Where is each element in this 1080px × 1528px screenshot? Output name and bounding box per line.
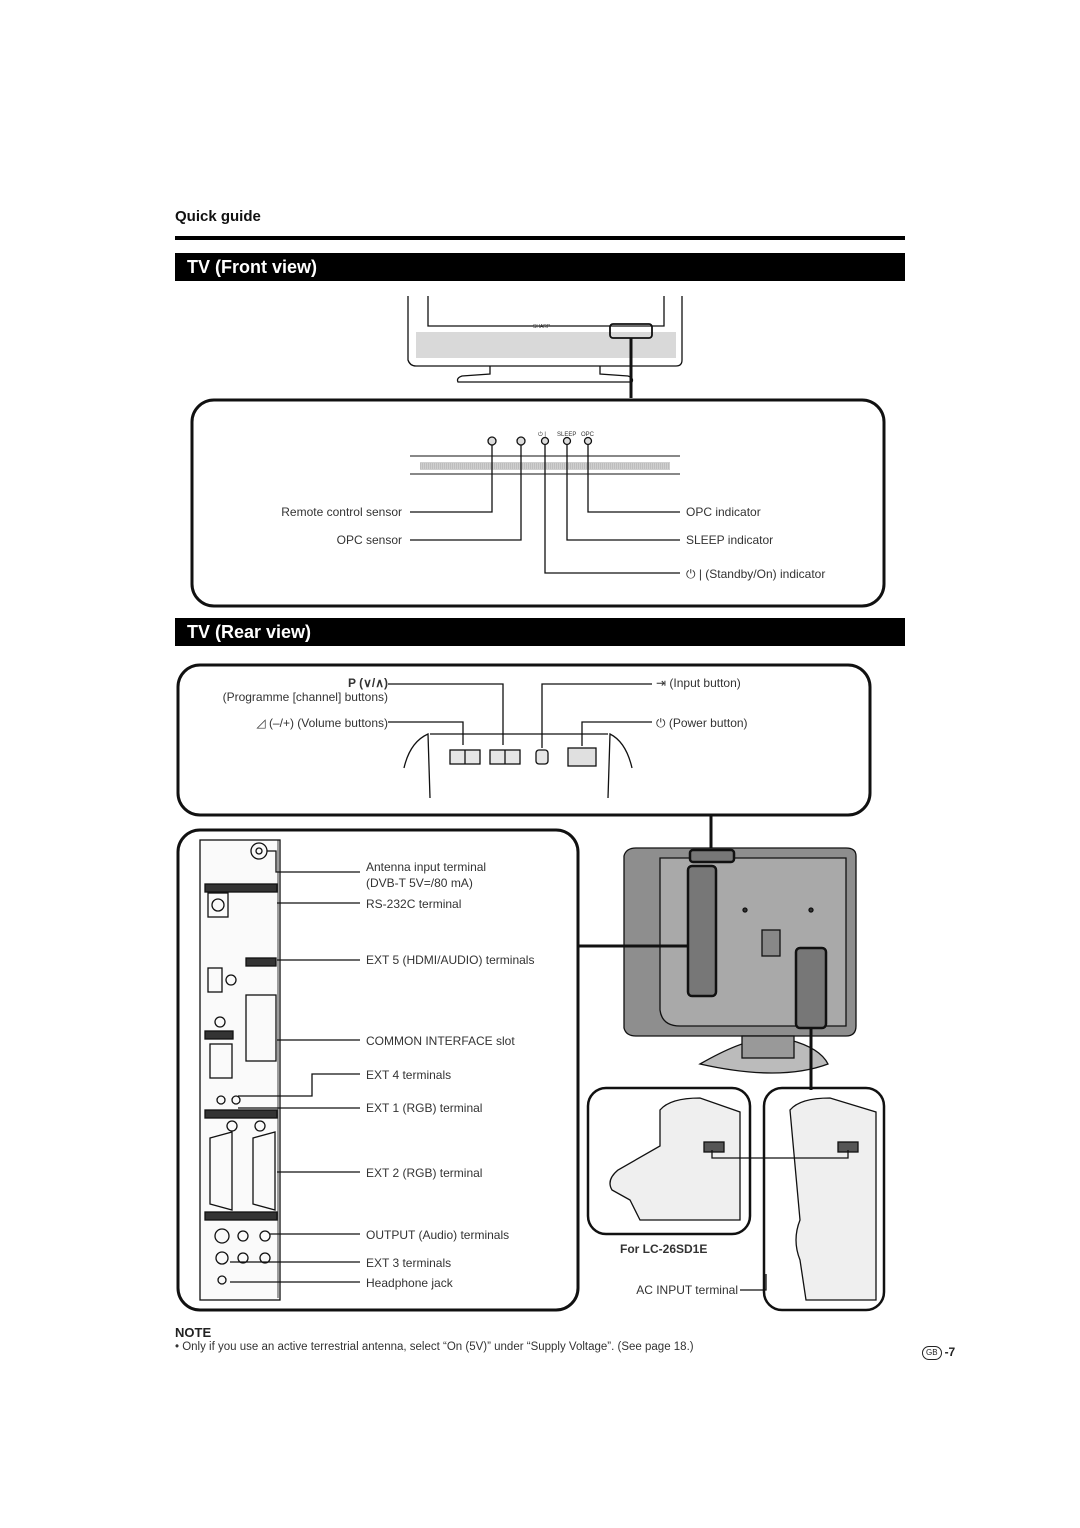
ci-slot-label: COMMON INTERFACE slot <box>366 1034 515 1048</box>
note-text: • Only if you use an active terrestrial … <box>175 1341 694 1353</box>
headphone-label: Headphone jack <box>366 1276 453 1290</box>
ext2-label: EXT 2 (RGB) terminal <box>366 1166 483 1180</box>
volume-icon: ◿ <box>256 716 269 730</box>
antenna-spec-label: (DVB-T 5V=/80 mA) <box>366 876 473 890</box>
opc-sensor-label: OPC sensor <box>336 533 402 547</box>
rs232c-label: RS-232C terminal <box>366 897 462 911</box>
ext5-label: EXT 5 (HDMI/AUDIO) terminals <box>366 953 535 967</box>
page-number: GB-7 <box>922 1345 955 1360</box>
note-heading: NOTE <box>175 1325 212 1340</box>
ext1-label: EXT 1 (RGB) terminal <box>366 1101 483 1115</box>
prog-symbol-label: P (∨/∧) <box>347 676 388 690</box>
power-icon: ⏻ | <box>686 567 706 581</box>
remote-sensor-label: Remote control sensor <box>281 505 402 519</box>
ac-input-label: AC INPUT terminal <box>636 1283 738 1297</box>
input-button-label: ⇥ (Input button) <box>656 676 741 690</box>
antenna-label: Antenna input terminal <box>366 860 487 874</box>
tiny-opc-label: OPC <box>581 432 595 438</box>
power-icon: ⏻ <box>656 716 669 730</box>
section-rule <box>175 236 905 240</box>
programme-buttons-label: (Programme [channel] buttons) <box>222 690 388 704</box>
tiny-sleep-label: SLEEP <box>557 432 577 438</box>
rear-view-heading: TV (Rear view) <box>175 618 905 646</box>
standby-indicator-label: (Standby/On) indicator <box>705 567 826 581</box>
ext4-label: EXT 4 terminals <box>366 1068 452 1082</box>
input-icon: ⇥ <box>656 676 670 690</box>
opc-indicator-label: OPC indicator <box>686 505 761 519</box>
standby-indicator-row: ⏻ | (Standby/On) indicator <box>686 567 825 581</box>
output-label: OUTPUT (Audio) terminals <box>366 1228 510 1242</box>
brand-logo: SHARP <box>533 324 551 330</box>
power-button-label: ⏻ (Power button) <box>656 716 748 730</box>
gb-badge: GB <box>922 1345 942 1360</box>
section-title: Quick guide <box>175 208 261 225</box>
ext3-label: EXT 3 terminals <box>366 1256 452 1270</box>
model-note: For LC-26SD1E <box>620 1242 708 1256</box>
front-view-heading: TV (Front view) <box>175 253 905 281</box>
tiny-power-label: ⏻ | <box>538 432 546 438</box>
sleep-indicator-label: SLEEP indicator <box>686 533 774 547</box>
volume-buttons-label: ◿ (–/+) (Volume buttons) <box>256 716 388 730</box>
